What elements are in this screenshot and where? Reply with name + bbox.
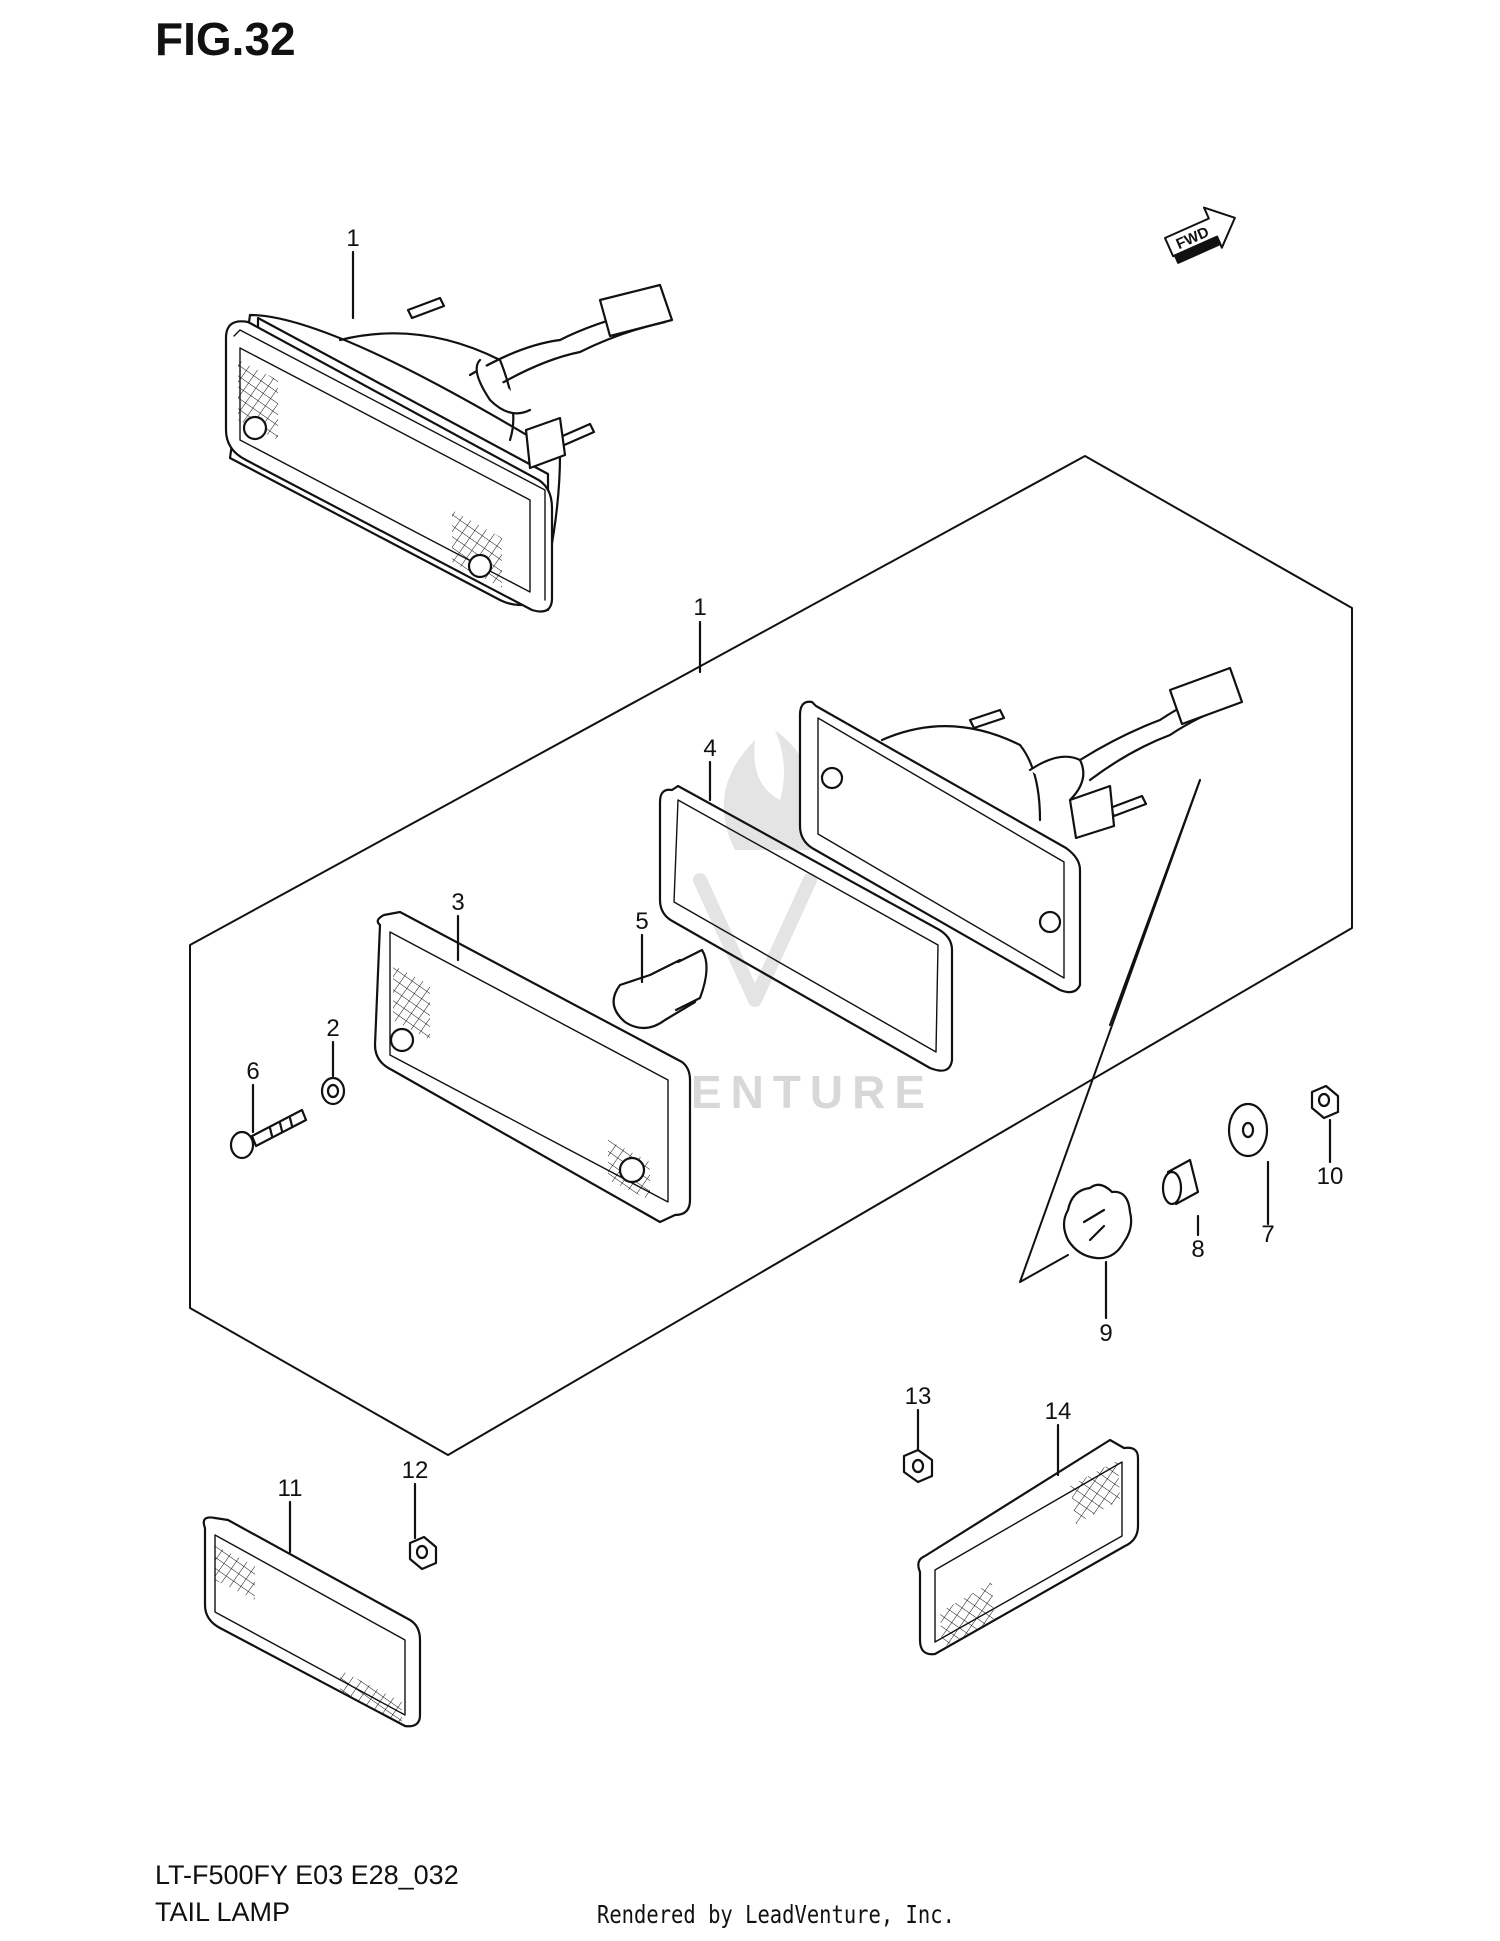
callout-6: 6 <box>246 1058 259 1085</box>
callout-8: 8 <box>1191 1236 1204 1263</box>
callout-12: 12 <box>402 1457 429 1484</box>
callout-13: 13 <box>905 1383 932 1410</box>
reflector-right <box>917 1438 1140 1656</box>
assembly-frame <box>189 455 1353 1456</box>
bulb <box>612 948 708 1030</box>
washer <box>320 1076 346 1106</box>
grommet <box>1062 1183 1133 1260</box>
callout-2: 2 <box>326 1015 339 1042</box>
sub-assembly-bracket <box>1019 779 1201 1283</box>
callout-7: 7 <box>1261 1221 1274 1248</box>
lamp-housing <box>798 666 1244 994</box>
reflector-left <box>202 1516 422 1728</box>
tail-lamp-assembly-top <box>224 283 674 613</box>
screw <box>229 1108 308 1160</box>
callout-11: 11 <box>278 1475 303 1502</box>
flat-washer <box>1227 1102 1269 1158</box>
nut-12 <box>408 1535 438 1571</box>
callout-4: 4 <box>703 735 716 762</box>
render-credit: Rendered by LeadVenture, Inc. <box>597 1900 955 1929</box>
callout-3: 3 <box>451 889 464 916</box>
callout-9: 9 <box>1099 1320 1112 1347</box>
figure-title: FIG.32 <box>155 13 296 65</box>
callout-1a: 1 <box>346 225 359 252</box>
callout-1b: 1 <box>693 594 706 621</box>
callout-5: 5 <box>635 908 648 935</box>
callout-10: 10 <box>1317 1163 1344 1190</box>
diagram-name: TAIL LAMP <box>155 1897 291 1927</box>
lens <box>373 910 692 1224</box>
fwd-arrow-icon: FWD <box>1164 206 1236 264</box>
nut <box>1310 1084 1340 1120</box>
nut-13 <box>902 1448 934 1484</box>
callout-14: 14 <box>1045 1398 1072 1425</box>
lens-gasket <box>658 784 954 1072</box>
collar <box>1161 1158 1200 1206</box>
model-code: LT-F500FY E03 E28_032 <box>155 1860 459 1890</box>
